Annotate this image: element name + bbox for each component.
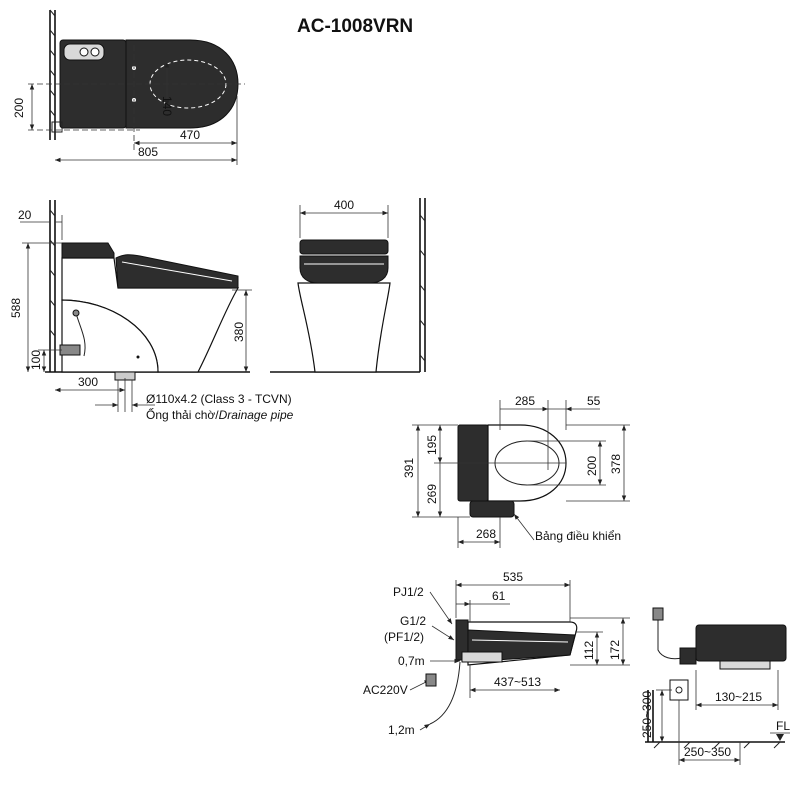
dim-side-61: 61 xyxy=(492,589,506,603)
dim-side-437: 437~513 xyxy=(494,675,541,689)
dim-seat-55: 55 xyxy=(587,394,601,408)
dim-top-470: 470 xyxy=(180,128,200,142)
seat-top-view: 285 55 391 195 269 200 378 268 Bảng điều… xyxy=(402,394,630,548)
dim-side-112: 112 xyxy=(582,641,596,660)
control-panel-label: Bảng điều khiển xyxy=(535,529,621,543)
dim-side-100: 100 xyxy=(29,350,43,370)
dim-side-535: 535 xyxy=(503,570,523,584)
dim-side-588: 588 xyxy=(9,298,23,318)
dim-seat-200: 200 xyxy=(585,456,599,476)
label-pf: (PF1/2) xyxy=(384,630,424,644)
label-cable-07: 0,7m xyxy=(398,654,425,668)
dim-side-300: 300 xyxy=(78,375,98,389)
dim-seat-391: 391 xyxy=(402,458,416,478)
dim-back-250b: 250~350 xyxy=(684,745,731,759)
dim-top-200: 200 xyxy=(12,98,26,118)
label-pj: PJ1/2 xyxy=(393,585,424,599)
top-view: 200 140 470 805 xyxy=(12,9,245,165)
dim-front-400: 400 xyxy=(334,198,354,212)
dim-side-20: 20 xyxy=(18,208,32,222)
dim-side-172: 172 xyxy=(608,640,622,660)
floor-level-label: FL xyxy=(776,719,790,733)
dim-seat-285: 285 xyxy=(515,394,535,408)
seat-back-view: 130~215 250~300 250~350 FL xyxy=(640,607,790,765)
dim-top-140: 140 xyxy=(160,96,174,116)
dim-back-250: 250~300 xyxy=(640,691,654,738)
pipe-label-en: Drainage pipe xyxy=(219,408,294,422)
dim-back-130: 130~215 xyxy=(715,690,762,704)
dim-seat-269: 269 xyxy=(425,484,439,504)
dim-seat-195: 195 xyxy=(425,435,439,455)
dim-side-380: 380 xyxy=(232,322,246,342)
dim-seat-378: 378 xyxy=(609,454,623,474)
dim-seat-268: 268 xyxy=(476,527,496,541)
label-g: G1/2 xyxy=(400,614,426,628)
pipe-spec: Ø110x4.2 (Class 3 - TCVN) xyxy=(146,392,292,406)
dim-top-805: 805 xyxy=(138,145,158,159)
label-ac: AC220V xyxy=(363,683,408,697)
model-title: AC-1008VRN xyxy=(297,16,413,37)
pipe-label-vi: Ống thải chờ/ xyxy=(146,407,219,422)
side-view: 20 588 100 380 300 Ø110x4.2 (Class 3 - T… xyxy=(9,200,294,422)
pipe-label: Ống thải chờ/Drainage pipe xyxy=(146,407,294,422)
seat-side-view: 535 61 PJ1/2 G1/2 (PF1/2) 0,7m AC220V 1,… xyxy=(363,570,630,737)
label-cable-12: 1,2m xyxy=(388,723,415,737)
front-view: 400 xyxy=(270,198,426,373)
